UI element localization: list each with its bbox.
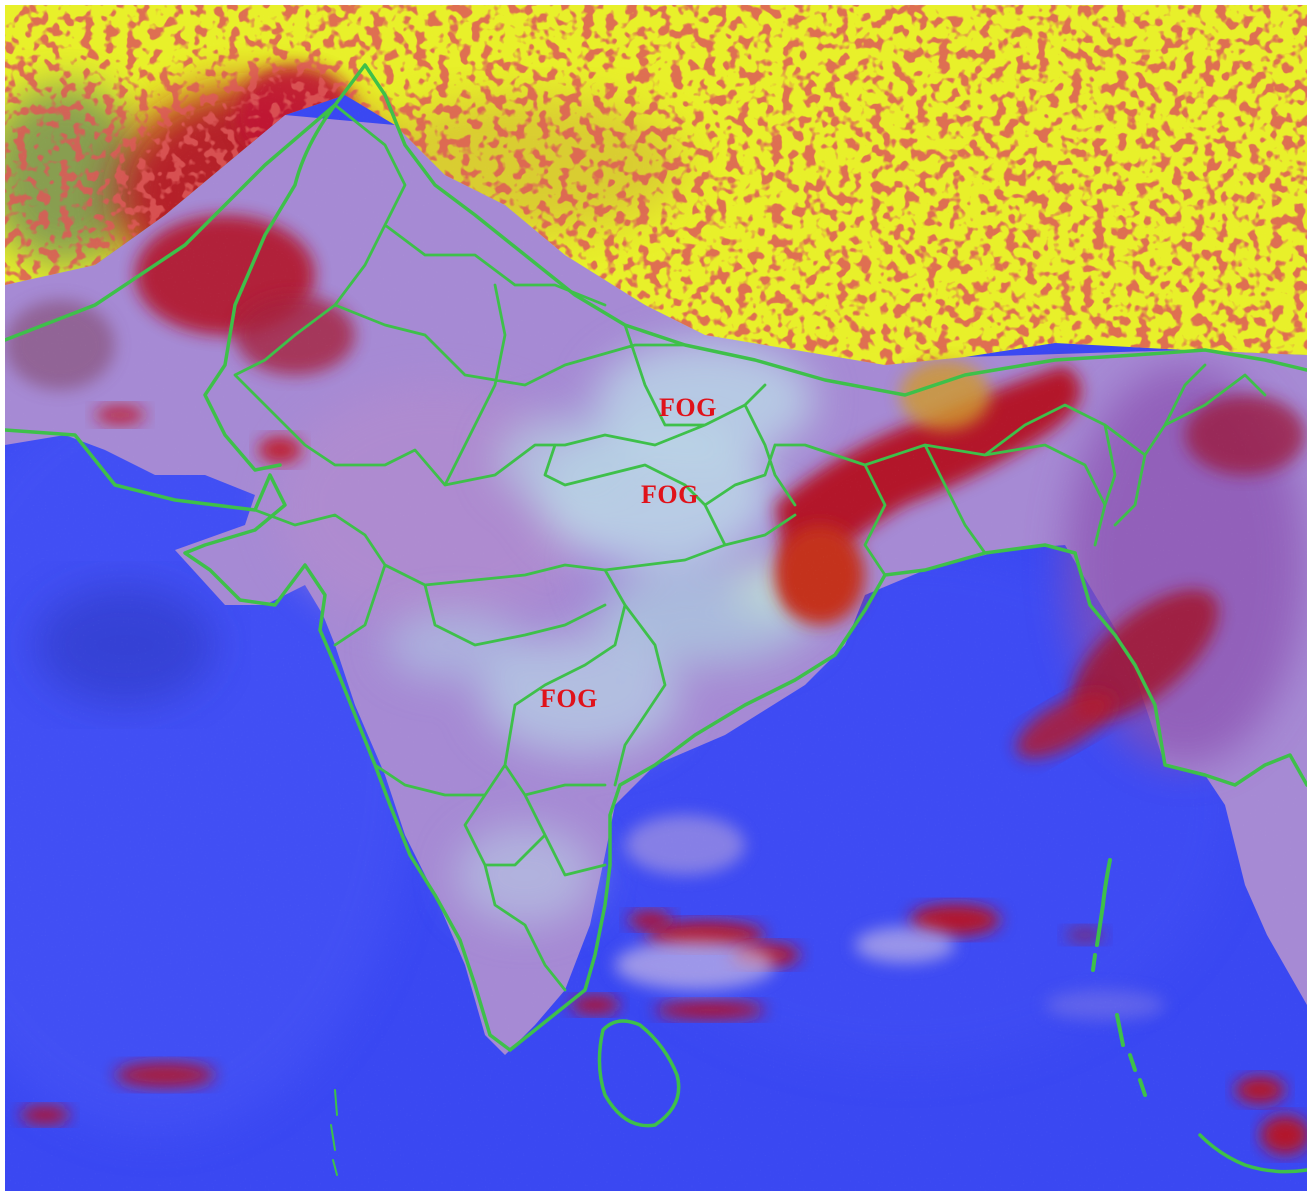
coastline-bengal xyxy=(1073,551,1307,787)
fog-label-south: FOG xyxy=(540,684,598,713)
rgb-composite-map xyxy=(5,5,1307,1191)
boundary-lines xyxy=(5,63,1307,1176)
sri-lanka xyxy=(597,1019,681,1128)
southeast-coast xyxy=(1198,1133,1307,1174)
satellite-image: FOG FOG FOG xyxy=(5,5,1307,1191)
northern-border xyxy=(5,63,1307,397)
andaman-islands xyxy=(1091,858,1147,1097)
maldives xyxy=(330,1089,338,1176)
western-border xyxy=(203,103,337,472)
fog-label-north: FOG xyxy=(659,393,717,422)
fog-label-central: FOG xyxy=(641,480,699,509)
coastline-india xyxy=(5,428,1077,1052)
state-boundaries xyxy=(233,103,1267,992)
